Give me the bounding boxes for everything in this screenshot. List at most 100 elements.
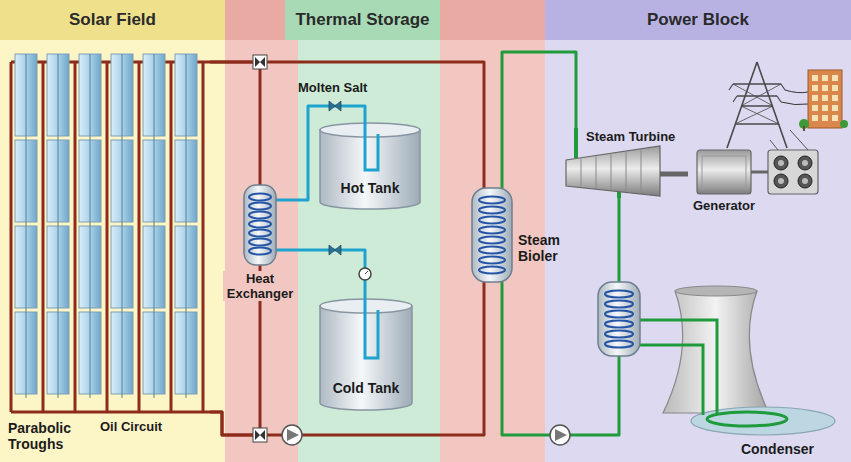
component-label: Hot Tank	[318, 180, 422, 196]
window	[812, 85, 818, 91]
solar-ground	[0, 0, 225, 462]
pump-part	[550, 425, 570, 445]
pipe-connector	[502, 282, 655, 435]
pipe-connector	[502, 52, 576, 188]
cable	[751, 171, 768, 174]
oil-pipe	[74, 62, 77, 412]
power-pylon	[727, 62, 787, 148]
pipe-connector	[300, 250, 365, 298]
exchanger-body	[244, 185, 276, 265]
component-label: Parabolic Troughs	[8, 420, 86, 452]
transformer-part	[774, 174, 788, 188]
pump	[550, 425, 570, 445]
valve-part	[255, 430, 265, 440]
steam-pipe	[574, 128, 578, 158]
coil	[249, 248, 271, 255]
building-part	[808, 70, 842, 128]
turbine-casing	[566, 146, 660, 196]
steam-turbine: Steam Turbine	[556, 128, 684, 198]
condenser-exchanger	[598, 282, 640, 356]
window	[812, 105, 818, 111]
coil	[479, 217, 505, 224]
region-title: Thermal Storage	[285, 0, 440, 40]
casing-rib	[596, 157, 597, 189]
absorber-tube	[154, 54, 155, 398]
window	[822, 75, 828, 81]
oil-pipe	[10, 62, 13, 412]
storage-ground	[298, 0, 440, 462]
condenser-exchanger-part	[598, 282, 640, 356]
casing-rib	[626, 152, 627, 191]
basin	[691, 407, 835, 435]
storage-tank-shape	[318, 122, 422, 210]
gauge	[359, 268, 371, 280]
pump-part	[287, 429, 299, 441]
absorber-tube	[26, 54, 27, 398]
coil	[479, 207, 505, 214]
window	[822, 95, 828, 101]
oil-pipe	[202, 62, 205, 412]
shaft	[660, 172, 684, 177]
valve-part	[253, 428, 267, 442]
generator-panel	[702, 156, 746, 188]
building-part	[840, 120, 848, 128]
component-label: Cold Tank	[318, 380, 414, 396]
component-label: Generator	[688, 198, 760, 213]
window	[822, 115, 828, 121]
steam-boiler: Steam Bioler	[468, 188, 596, 282]
oil-pipe	[138, 62, 141, 412]
pipe-connector	[684, 172, 688, 177]
oil-pipe	[42, 62, 45, 412]
region-title: Solar Field	[0, 0, 225, 40]
cooling-tower: Condenser	[655, 285, 840, 457]
coil	[605, 291, 633, 348]
component-label: Condenser	[725, 441, 814, 457]
salt-pipe	[365, 122, 378, 170]
transformer-part	[802, 160, 808, 166]
gauge-part	[359, 268, 371, 280]
transformer-part	[798, 174, 812, 188]
pipe-connector	[210, 308, 260, 435]
transformer-part	[778, 160, 784, 166]
casing-rib	[641, 150, 642, 193]
header-strip	[225, 0, 285, 40]
valve-part	[329, 245, 341, 255]
transformer-part	[768, 150, 818, 194]
pipe-ground	[440, 0, 545, 462]
power-line	[770, 130, 808, 150]
coil	[605, 301, 633, 308]
absorber-tube	[90, 54, 91, 398]
coil	[605, 331, 633, 338]
power-pylon-part	[727, 62, 787, 148]
coil	[479, 237, 505, 244]
coil	[605, 311, 633, 318]
pump-part	[555, 429, 567, 441]
salt-pipe	[365, 298, 378, 358]
transformer-part	[774, 156, 788, 170]
valve	[253, 55, 267, 69]
window	[832, 105, 838, 111]
coil	[605, 321, 633, 328]
coil	[605, 291, 633, 298]
power-pylon-part	[733, 84, 781, 124]
oil-pipe	[106, 62, 109, 412]
window	[832, 75, 838, 81]
coil	[249, 239, 271, 246]
window	[812, 115, 818, 121]
casing-rib	[581, 159, 582, 187]
window	[822, 105, 828, 111]
region-band: Steam TurbineGeneratorCondenserPower Blo…	[545, 0, 851, 462]
coil	[249, 221, 271, 228]
absorber-tube	[122, 54, 123, 398]
salt-pipe	[276, 200, 300, 250]
trough-field-shape	[6, 48, 210, 456]
flow-label: Molten Salt	[298, 80, 390, 95]
storage-tank: Cold Tank	[318, 298, 414, 413]
generator: Generator	[688, 150, 760, 218]
component-label: Heat Exchanger	[223, 271, 297, 301]
header-strip	[440, 0, 545, 40]
valve-part	[255, 57, 265, 67]
valve-part	[329, 101, 341, 111]
window	[822, 85, 828, 91]
